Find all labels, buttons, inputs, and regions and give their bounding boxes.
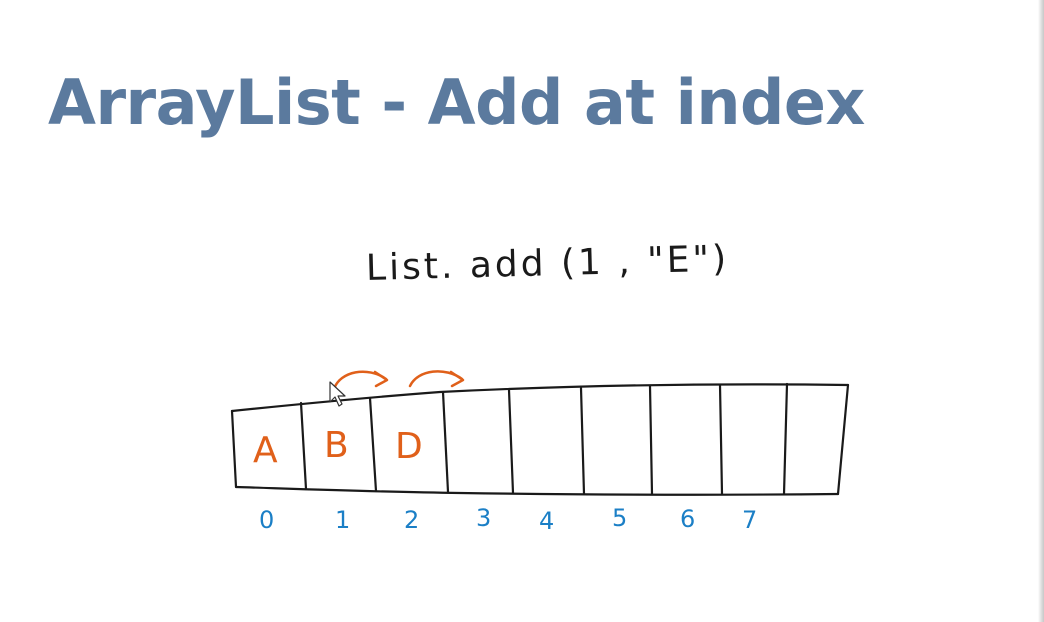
index-label: 4 — [539, 507, 554, 535]
cell-dividers — [230, 382, 850, 496]
shift-arrow-1 — [332, 370, 389, 391]
cell-value-a: A — [253, 430, 278, 471]
cell-value-b: B — [324, 425, 349, 466]
slide-title: ArrayList - Add at index — [48, 66, 865, 139]
index-label: 5 — [612, 504, 627, 532]
cell-divider — [230, 409, 238, 489]
index-label: 0 — [259, 506, 274, 534]
cell-divider — [441, 390, 450, 494]
array-top-edge — [230, 383, 850, 413]
cell-divider — [368, 396, 378, 493]
cell-divider — [507, 388, 515, 495]
cell-divider — [782, 382, 789, 496]
array-bottom-edge — [234, 485, 840, 496]
cell-divider — [836, 383, 850, 496]
cell-divider — [579, 386, 586, 496]
cell-divider — [648, 384, 654, 496]
cell-divider — [299, 401, 308, 491]
index-label: 1 — [335, 506, 350, 534]
index-label: 2 — [404, 506, 419, 534]
index-label: 7 — [742, 506, 757, 534]
mouse-cursor-icon — [329, 381, 346, 407]
index-label: 3 — [476, 504, 491, 532]
cell-divider — [718, 383, 724, 496]
index-label: 6 — [680, 505, 695, 533]
window-edge — [1038, 0, 1044, 622]
cell-value-d: D — [395, 426, 423, 467]
shift-arrow-2 — [408, 370, 465, 388]
